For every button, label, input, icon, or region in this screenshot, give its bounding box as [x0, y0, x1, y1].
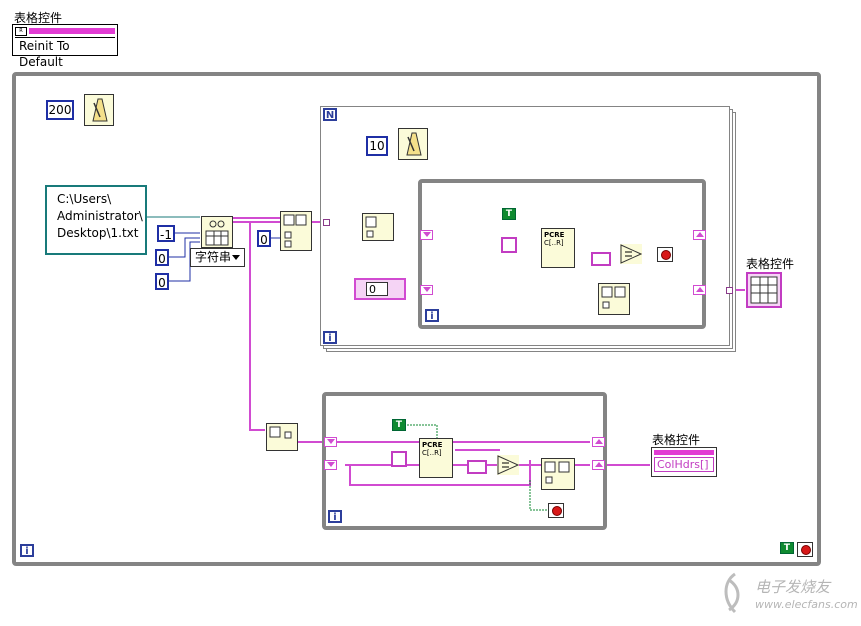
path-constant[interactable]: C:\Users\ Administrator\ Desktop\1.txt [45, 185, 147, 255]
match-title: PCRE [544, 231, 565, 239]
for-count-terminal: N [323, 108, 337, 121]
lower-iteration-terminal: i [328, 510, 342, 523]
property-node-label: 表格控件 [652, 433, 701, 447]
watermark: 电子发烧友 www.elecfans.com [715, 568, 858, 620]
shiftreg-init-array[interactable]: 0 [354, 278, 406, 300]
invoke-method: Reinit To Default [15, 37, 115, 70]
outer-true-constant[interactable]: T [780, 542, 794, 554]
path-line-2: Administrator\ [57, 209, 143, 223]
lower-shiftreg-left-b [324, 460, 337, 470]
for-input-tunnel [323, 219, 330, 226]
match-sub: C[..R] [544, 239, 564, 247]
upper-empty-string[interactable] [501, 237, 517, 253]
path-line-3: Desktop\1.txt [57, 226, 139, 240]
lower-match-sub: C[..R] [422, 449, 442, 457]
watermark-url: www.elecfans.com [755, 598, 858, 611]
upper-shiftreg-right-b [693, 285, 706, 295]
index-array-lower-icon[interactable] [266, 423, 298, 451]
outer-iteration-terminal: i [20, 544, 34, 557]
build-array-icon[interactable] [598, 283, 630, 315]
outer-stop-icon[interactable] [797, 542, 813, 557]
lower-build-array-icon[interactable] [541, 458, 575, 490]
zero-constant-c[interactable]: 0 [257, 230, 271, 247]
watermark-logo-icon [724, 572, 740, 614]
lower-stop-icon[interactable] [548, 503, 564, 518]
invoke-node[interactable]: R Reinit To Default [12, 24, 118, 69]
wait-inner-metronome-icon[interactable] [398, 128, 428, 160]
equal-icon[interactable] [620, 244, 643, 264]
property-colhdrs: ColHdrs[] [654, 457, 714, 472]
wait-inner-constant[interactable]: 10 [366, 136, 388, 156]
index-array-icon[interactable] [280, 211, 312, 251]
lower-true-constant[interactable]: T [392, 419, 406, 431]
reference-icon: R [15, 26, 27, 36]
read-spreadsheet-icon[interactable] [201, 216, 233, 248]
table-terminal-icon[interactable] [746, 272, 782, 308]
watermark-name: 电子发烧友 [755, 578, 831, 596]
zero-constant-b[interactable]: 0 [155, 273, 169, 290]
upper-stop-icon[interactable] [657, 247, 673, 262]
for-output-tunnel [726, 287, 733, 294]
property-node[interactable]: ColHdrs[] [651, 447, 717, 477]
lower-shiftreg-left-a [324, 437, 337, 447]
zero-constant-a[interactable]: 0 [155, 249, 169, 266]
upper-true-constant[interactable]: T [502, 208, 516, 220]
path-line-1: C:\Users\ [57, 192, 112, 206]
format-combo[interactable]: 字符串 [190, 248, 245, 267]
upper-shiftreg-left-b [420, 285, 433, 295]
lower-equal-icon[interactable] [497, 455, 520, 475]
upper-shiftreg-left-a [420, 230, 433, 240]
lower-empty-string[interactable] [391, 451, 407, 467]
upper-while-loop[interactable] [418, 179, 706, 329]
index-array-inner-icon[interactable] [362, 213, 394, 241]
control-ref-bar [29, 28, 115, 34]
wait-outer-constant[interactable]: 200 [46, 100, 74, 120]
shiftreg-init-value: 0 [366, 282, 388, 296]
format-combo-value: 字符串 [195, 250, 232, 264]
outer-while-loop[interactable] [12, 72, 821, 566]
lower-shiftreg-right-a [592, 437, 605, 447]
lower-shiftreg-right-b [592, 460, 605, 470]
upper-match-pattern[interactable]: PCRE C[..R] [541, 228, 575, 268]
chevron-down-icon [232, 255, 240, 260]
upper-iteration-terminal: i [425, 309, 439, 322]
table-terminal-label: 表格控件 [746, 257, 795, 271]
lower-match-title: PCRE [422, 441, 443, 449]
lower-match-pattern[interactable]: PCRE C[..R] [419, 438, 453, 478]
for-iteration-terminal: i [323, 331, 337, 344]
upper-string-constant[interactable] [591, 252, 611, 266]
lower-string-constant[interactable] [467, 460, 487, 474]
delimiter-constant[interactable]: -1 [157, 225, 175, 242]
invoke-node-label: 表格控件 [14, 11, 63, 25]
property-ref-bar [654, 450, 714, 455]
upper-shiftreg-right-a [693, 230, 706, 240]
wait-metronome-icon[interactable] [84, 94, 114, 126]
